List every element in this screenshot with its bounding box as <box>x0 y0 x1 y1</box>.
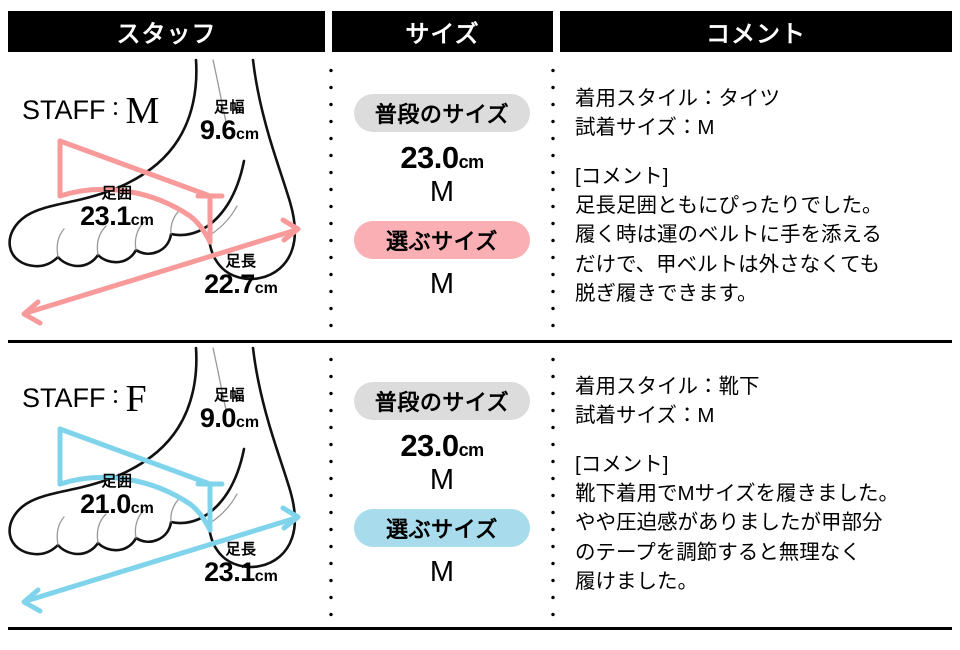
usual-size-cm-unit: cm <box>458 152 485 172</box>
girth-measure-line <box>57 138 213 245</box>
staff-label: STAFF：F <box>22 380 147 418</box>
comment-body: [コメント] 足長足囲ともにぴったりでした。 履く時は運のベルトに手を添える だ… <box>575 162 955 308</box>
row-divider <box>8 340 952 343</box>
staff-cell: STAFF：M 足幅 9.6cm 足囲 23.1cm 足長 22.7cm <box>0 56 329 340</box>
measurement-foot-girth: 足囲 21.0cm <box>52 474 182 518</box>
comment-line: 履けました。 <box>575 569 698 593</box>
comment-line: のテープを調節すると無理なく <box>575 540 861 564</box>
tried-size-line: 試着サイズ：M <box>575 116 715 140</box>
staff-code: M <box>125 90 160 132</box>
wearing-style-line: 着用スタイル：タイツ <box>575 87 780 110</box>
comment-cell: 着用スタイル：タイツ 試着サイズ：M [コメント] 足長足囲ともにぴったりでした… <box>555 56 960 340</box>
column-header-comment-label: コメント <box>706 21 806 48</box>
column-header-size: サイズ <box>332 11 553 52</box>
comment-line: だけで、甲ベルトは外さなくても <box>575 252 881 276</box>
measurement-foot-girth-label: 足囲 <box>101 473 133 490</box>
table-row: STAFF：M 足幅 9.6cm 足囲 23.1cm 足長 22.7cm 普段の… <box>0 56 960 340</box>
comment-block: 着用スタイル：タイツ 試着サイズ：M [コメント] 足長足囲ともにぴったりでした… <box>575 84 955 308</box>
comment-cell: 着用スタイル：靴下 試着サイズ：M [コメント] 靴下着用でMサイズを履きました… <box>555 344 960 627</box>
column-divider-dotted <box>551 60 555 338</box>
usual-size-pill: 普段のサイズ <box>354 382 530 420</box>
comment-block: 着用スタイル：靴下 試着サイズ：M [コメント] 靴下着用でMサイズを履きました… <box>575 372 955 596</box>
measurement-foot-girth-label: 足囲 <box>101 185 133 202</box>
choose-size-pill: 選ぶサイズ <box>354 509 530 547</box>
length-measure-arrow <box>21 505 301 614</box>
column-header-staff: スタッフ <box>8 11 325 52</box>
staff-cell: STAFF：F 足幅 9.0cm 足囲 21.0cm 足長 23.1cm <box>0 344 329 627</box>
wearing-style-line: 着用スタイル：靴下 <box>575 375 760 398</box>
table-row: STAFF：F 足幅 9.0cm 足囲 21.0cm 足長 23.1cm 普段の… <box>0 344 960 627</box>
measurement-foot-length: 足長 22.7cm <box>176 254 306 298</box>
length-measure-arrow <box>21 217 301 326</box>
comment-line: 脱ぎ履きできます。 <box>575 281 758 305</box>
staff-code: F <box>125 378 147 420</box>
usual-size-cm: 23.0cm <box>333 140 551 176</box>
staff-prefix-label: STAFF <box>22 383 106 413</box>
staff-prefix-label: STAFF <box>22 95 106 125</box>
comment-line: やや圧迫感がありましたが甲部分 <box>575 511 883 535</box>
table-bottom-border <box>8 627 952 630</box>
comment-meta: 着用スタイル：靴下 試着サイズ：M <box>575 372 955 430</box>
measurement-foot-length-label: 足長 <box>225 541 257 558</box>
usual-size-cm: 23.0cm <box>333 428 551 464</box>
foot-measurement-diagram <box>8 346 301 614</box>
measurement-foot-length-label: 足長 <box>225 253 257 270</box>
comment-line: 靴下着用でMサイズを履きました。 <box>575 482 899 506</box>
measurement-foot-width: 足幅 9.6cm <box>172 100 287 144</box>
measurement-foot-width-label: 足幅 <box>213 99 245 116</box>
comment-heading: [コメント] <box>575 453 669 477</box>
measurement-foot-width-unit: cm <box>235 414 260 431</box>
choose-size-pill-label: 選ぶサイズ <box>386 517 498 542</box>
staff-colon: ： <box>105 387 126 409</box>
measurement-foot-width-value: 9.6cm <box>199 115 260 145</box>
measurement-foot-girth: 足囲 23.1cm <box>52 186 182 230</box>
choose-size-letter: M <box>429 556 455 588</box>
column-divider-dotted <box>329 349 333 625</box>
size-cell: 普段のサイズ 23.0cm M 選ぶサイズ M <box>333 344 551 627</box>
girth-measure-line <box>57 426 213 533</box>
staff-label: STAFF：M <box>22 92 159 130</box>
usual-size-cm-number: 23.0 <box>400 140 459 175</box>
column-divider-dotted <box>551 349 555 625</box>
measurement-foot-girth-value: 21.0cm <box>80 489 154 519</box>
usual-size-pill-label: 普段のサイズ <box>374 390 510 415</box>
table-header-row: スタッフ サイズ コメント <box>0 0 960 56</box>
measurement-foot-girth-value: 23.1cm <box>80 201 154 231</box>
column-header-staff-label: スタッフ <box>116 21 217 48</box>
size-cell: 普段のサイズ 23.0cm M 選ぶサイズ M <box>333 56 551 340</box>
comment-body: [コメント] 靴下着用でMサイズを履きました。 やや圧迫感がありましたが甲部分 … <box>575 450 955 596</box>
measurement-foot-width-label: 足幅 <box>213 387 245 404</box>
measurement-foot-width: 足幅 9.0cm <box>172 388 287 432</box>
usual-size-pill: 普段のサイズ <box>354 94 530 132</box>
measurement-foot-length-value: 22.7cm <box>204 269 278 299</box>
tried-size-line: 試着サイズ：M <box>575 404 715 428</box>
usual-size-pill-label: 普段のサイズ <box>374 102 510 127</box>
staff-colon: ： <box>105 99 126 121</box>
comment-line: 足長足囲ともにぴったりでした。 <box>575 194 883 218</box>
usual-size-letter: M <box>429 176 455 208</box>
measurement-foot-width-unit: cm <box>235 126 260 143</box>
foot-measurement-diagram <box>8 58 301 326</box>
comment-line: 履く時は運のベルトに手を添える <box>575 223 882 247</box>
comment-heading: [コメント] <box>575 165 669 189</box>
usual-size-cm-unit: cm <box>458 440 485 460</box>
usual-size-cm-number: 23.0 <box>400 428 459 463</box>
comment-spacer <box>575 430 955 450</box>
comment-spacer <box>575 142 955 162</box>
measurement-foot-length-value: 23.1cm <box>204 557 278 587</box>
measurement-foot-girth-unit: cm <box>130 212 154 229</box>
measurement-foot-length-unit: cm <box>254 568 278 585</box>
column-header-size-label: サイズ <box>405 21 480 48</box>
column-header-comment: コメント <box>560 11 952 52</box>
choose-size-pill: 選ぶサイズ <box>354 221 530 259</box>
usual-size-letter: M <box>429 464 455 496</box>
measurement-foot-width-value: 9.0cm <box>199 403 260 433</box>
measurement-foot-length-unit: cm <box>254 280 278 297</box>
measurement-foot-girth-unit: cm <box>130 500 154 517</box>
choose-size-letter: M <box>429 268 455 300</box>
column-divider-dotted <box>329 60 333 338</box>
comment-meta: 着用スタイル：タイツ 試着サイズ：M <box>575 84 955 142</box>
choose-size-pill-label: 選ぶサイズ <box>386 229 498 254</box>
measurement-foot-length: 足長 23.1cm <box>176 542 306 586</box>
